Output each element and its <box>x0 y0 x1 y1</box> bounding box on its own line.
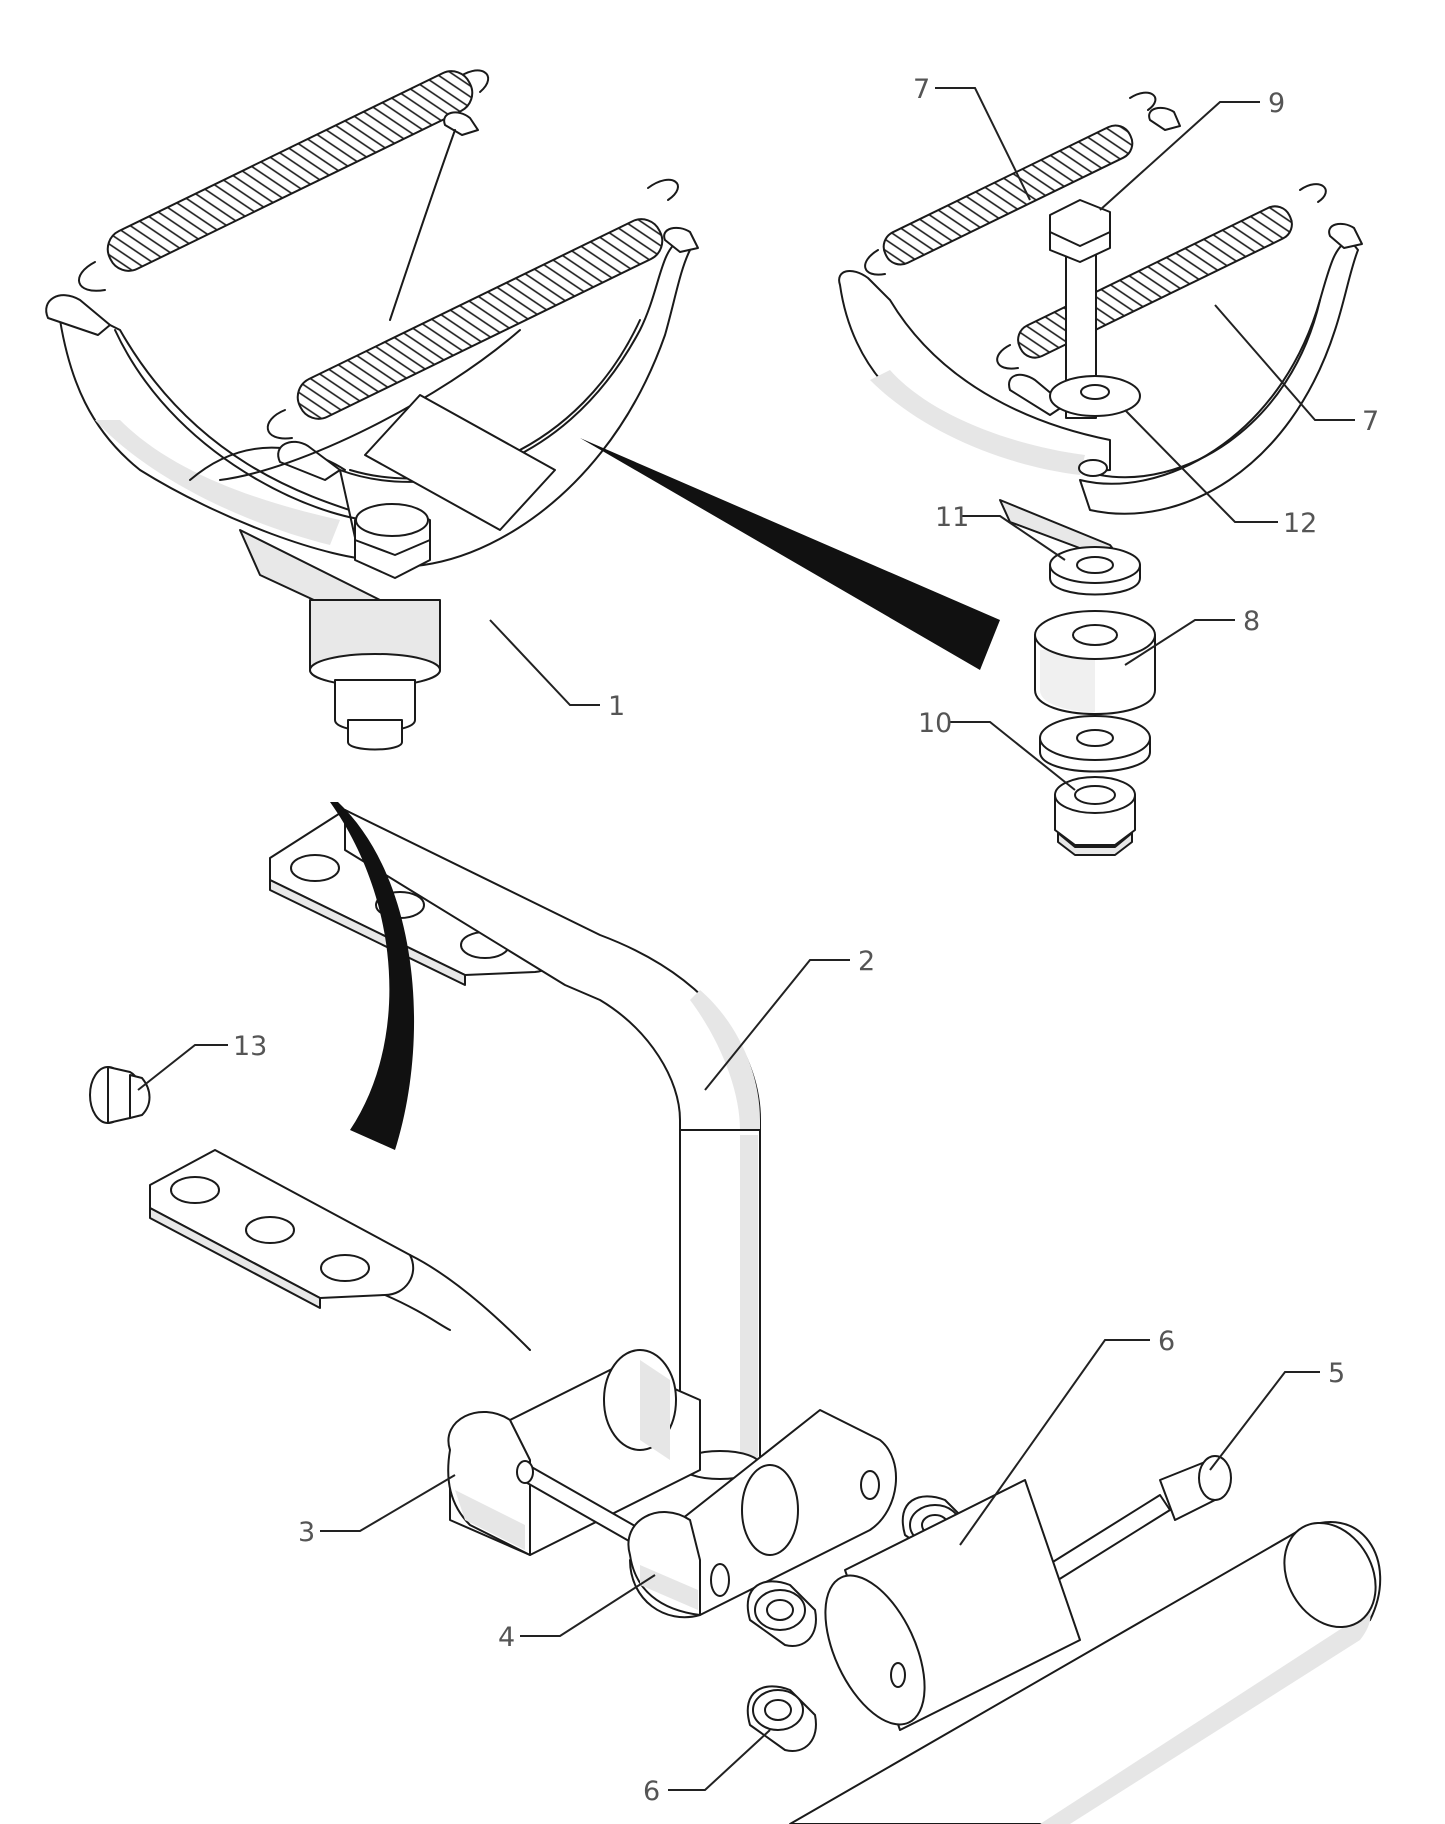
callout-4: 4 <box>498 1622 515 1653</box>
callout-7-upper: 7 <box>913 74 930 105</box>
socket-bolt-5 <box>1036 1455 1232 1589</box>
washer-lower <box>1039 715 1151 773</box>
clamp-block-3 <box>447 1349 701 1556</box>
callout-5: 5 <box>1328 1358 1345 1389</box>
washer-11 <box>1049 546 1141 596</box>
bracket-pointer-wedge <box>330 802 415 1150</box>
bracket-arm <box>269 809 761 1480</box>
spring-lower-small <box>996 183 1327 370</box>
callout-7-lower: 7 <box>1362 406 1379 437</box>
flange-nut-middle <box>746 1580 817 1647</box>
washer-12 <box>1049 375 1141 417</box>
main-frame-tube <box>789 1479 1382 1824</box>
spring-front-large <box>266 178 679 440</box>
clamp-block-4 <box>627 1409 897 1619</box>
callout-2: 2 <box>858 946 875 977</box>
detail-pointer-wedge <box>580 438 1000 670</box>
callout-10: 10 <box>918 708 952 739</box>
callout-11: 11 <box>935 502 969 533</box>
bracket-plate-detail <box>149 1149 531 1351</box>
spring-upper-small <box>864 91 1157 276</box>
callout-group: 1 2 3 4 5 6 6 7 7 8 9 10 11 12 13 <box>137 74 1379 1807</box>
callout-13: 13 <box>233 1031 267 1062</box>
callout-6-upper: 6 <box>1158 1326 1175 1357</box>
callout-1: 1 <box>608 691 625 722</box>
saddle-detail-view <box>838 91 1363 566</box>
callout-8: 8 <box>1243 606 1260 637</box>
spring-rear-large <box>78 69 490 292</box>
callout-9: 9 <box>1268 88 1285 119</box>
saddle-bolt <box>354 503 431 579</box>
callout-3: 3 <box>298 1517 315 1548</box>
callout-6-lower: 6 <box>643 1776 660 1807</box>
end-plug-13 <box>89 1066 151 1124</box>
rubber-bushing-8 <box>1034 610 1156 715</box>
nut-10 <box>1054 776 1136 856</box>
callout-12: 12 <box>1283 508 1317 539</box>
saddle-clamp-assembly <box>45 69 699 751</box>
saddle-mount-stack <box>309 599 441 751</box>
